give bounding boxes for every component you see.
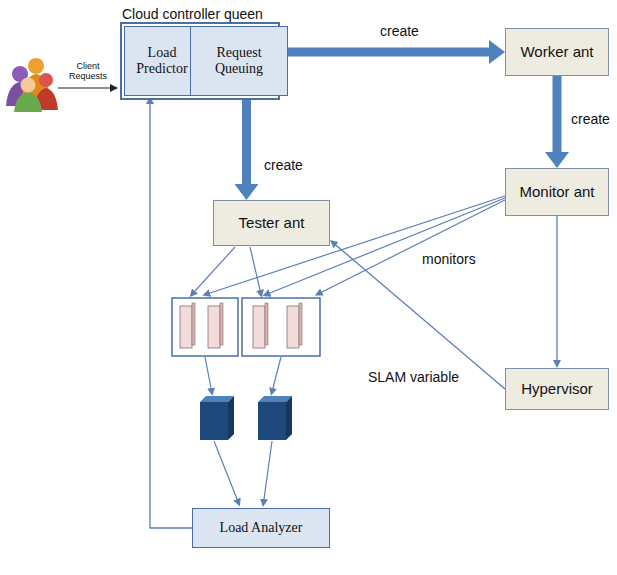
process-box: Worker ant xyxy=(505,28,609,76)
connector xyxy=(336,245,505,389)
cube-front xyxy=(258,402,286,440)
vm-column xyxy=(287,306,299,348)
server-box xyxy=(172,298,238,356)
client-icon xyxy=(6,58,58,112)
cube-side xyxy=(228,396,234,440)
vm-column-side xyxy=(265,303,268,345)
analyzer-box: Load Analyzer xyxy=(192,508,330,548)
create-arrow xyxy=(280,48,489,57)
server-cube xyxy=(200,396,234,440)
cube-side xyxy=(286,396,292,440)
test-line xyxy=(195,247,235,291)
flow-line xyxy=(214,441,237,499)
queue-box: Request Queuing xyxy=(190,26,288,96)
request-label: Client Requests xyxy=(60,62,116,82)
connectors xyxy=(150,52,557,528)
connector xyxy=(556,216,557,360)
edge-label: create xyxy=(378,24,421,39)
node-label: Hypervisor xyxy=(521,380,593,397)
edge-label: SLAM variable xyxy=(366,370,461,385)
edge-label: create xyxy=(569,112,612,127)
node-label: Request Queuing xyxy=(191,45,287,77)
cube-front xyxy=(200,402,228,440)
monitor-line xyxy=(322,200,505,292)
request-arrow xyxy=(58,87,110,88)
vm-column-side xyxy=(220,303,223,345)
node-label: Monitor ant xyxy=(519,183,594,200)
node-label: Load Analyzer xyxy=(220,520,303,536)
flow-line xyxy=(273,357,281,388)
flow-line xyxy=(264,441,272,499)
vm-column xyxy=(253,306,265,348)
process-box: Tester ant xyxy=(213,200,330,246)
server-cube xyxy=(258,396,292,440)
person-head xyxy=(28,58,44,74)
node-label: Load Predictor xyxy=(125,45,199,77)
node-title: Cloud controller queen xyxy=(122,6,263,22)
vm-column xyxy=(180,306,192,348)
layout-lines xyxy=(195,196,505,499)
process-box: Monitor ant xyxy=(505,168,609,216)
edge-label: create xyxy=(262,158,305,173)
predictor-box: Load Predictor xyxy=(124,26,200,96)
create-arrow xyxy=(553,76,562,152)
vm-column-side xyxy=(192,303,195,345)
vm-columns xyxy=(180,303,302,348)
controller-box: Load PredictorRequest QueuingCloud contr… xyxy=(120,22,280,100)
monitor-line xyxy=(210,196,505,293)
vm-column-side xyxy=(299,303,302,345)
person-head xyxy=(39,73,53,87)
node-label: Worker ant xyxy=(520,43,593,60)
line-label: monitors xyxy=(420,252,478,267)
node-label: Tester ant xyxy=(239,214,305,231)
test-line xyxy=(250,247,260,290)
create-arrow xyxy=(242,100,251,184)
person-body xyxy=(14,92,42,112)
flow-line xyxy=(205,357,211,388)
person-head xyxy=(21,78,36,93)
vm-column xyxy=(208,306,220,348)
server-box xyxy=(242,298,320,356)
process-box: Hypervisor xyxy=(505,368,609,410)
connector xyxy=(150,104,192,528)
